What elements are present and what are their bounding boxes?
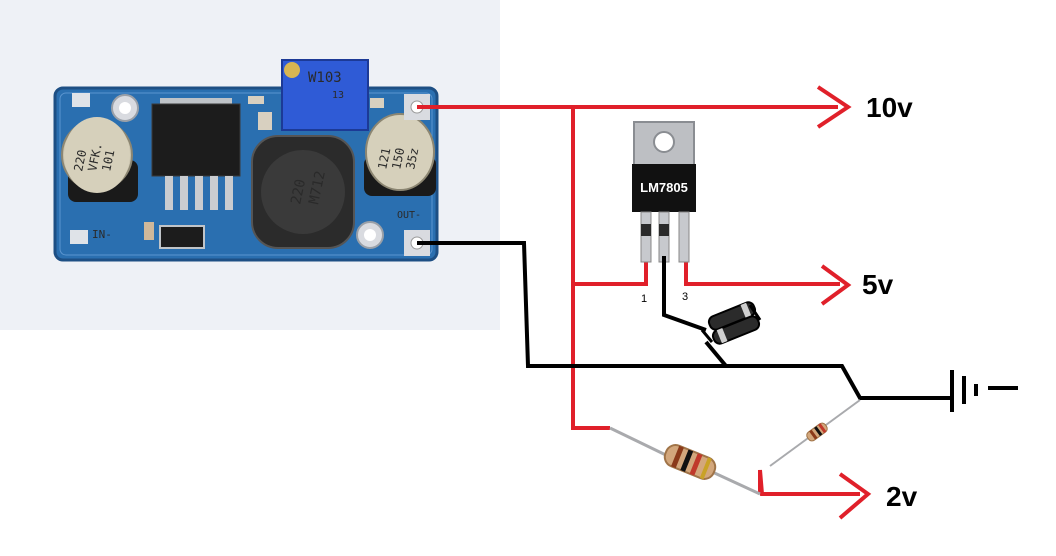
wire-diode-ground [704, 340, 728, 368]
arrow-2v [838, 472, 872, 520]
capacitor-left: 220 VFK. 101 [61, 117, 138, 202]
cap-left-marking-1: 220 [71, 148, 89, 172]
diode-pair [700, 301, 762, 345]
resistor-lead [707, 468, 761, 496]
label-10v: 10v [866, 92, 913, 123]
pad-in-label: IN- [92, 228, 112, 241]
ground-symbol-icon [950, 370, 1018, 412]
pot-marking: W103 [308, 70, 342, 86]
arrow-10v [816, 85, 852, 129]
capacitor-right: 121 150 35z [364, 113, 436, 196]
buck-converter-module: 220 VFK. 101 IN- W103 13 [53, 59, 439, 262]
ground-wiring [417, 241, 952, 400]
resistor-lead [609, 426, 673, 460]
buck-ic [151, 98, 241, 210]
resistor-large [663, 444, 717, 480]
cap-left-marking-3: 101 [99, 148, 117, 172]
regulator-name: LM7805 [640, 180, 688, 195]
pot-small-marking: 13 [332, 90, 344, 101]
resistor-small [806, 422, 828, 442]
wire-module-ground [417, 241, 952, 400]
arrow-5v [820, 264, 852, 306]
pad-out-label: OUT- [397, 210, 421, 221]
label-5v: 5v [862, 269, 894, 300]
voltage-divider [609, 399, 861, 496]
cap-right-marking-1: 121 [375, 146, 393, 170]
pin1-label: 1 [641, 293, 647, 305]
wire-2v-output [758, 469, 860, 496]
trimmer-potentiometer: W103 13 [281, 59, 369, 131]
label-2v: 2v [886, 481, 918, 512]
inductor-marking-1: 220 [288, 178, 309, 206]
inductor-marking-2: M712 [306, 170, 329, 206]
wire-regulator-output [684, 256, 840, 286]
wire-regulator-input [573, 256, 648, 286]
positive-wiring [417, 105, 860, 496]
cap-right-marking-3: 35z [403, 146, 421, 170]
lm7805-regulator: LM7805 1 3 [632, 121, 696, 305]
wire-vertical-positive [571, 107, 610, 430]
inductor: 220 M712 [251, 135, 355, 249]
pin3-label: 3 [682, 291, 688, 303]
wire-regulator-ground [662, 256, 707, 332]
smd-diode [159, 225, 205, 249]
cap-right-marking-2: 150 [389, 146, 407, 170]
cap-left-marking-2: VFK. [85, 141, 105, 172]
